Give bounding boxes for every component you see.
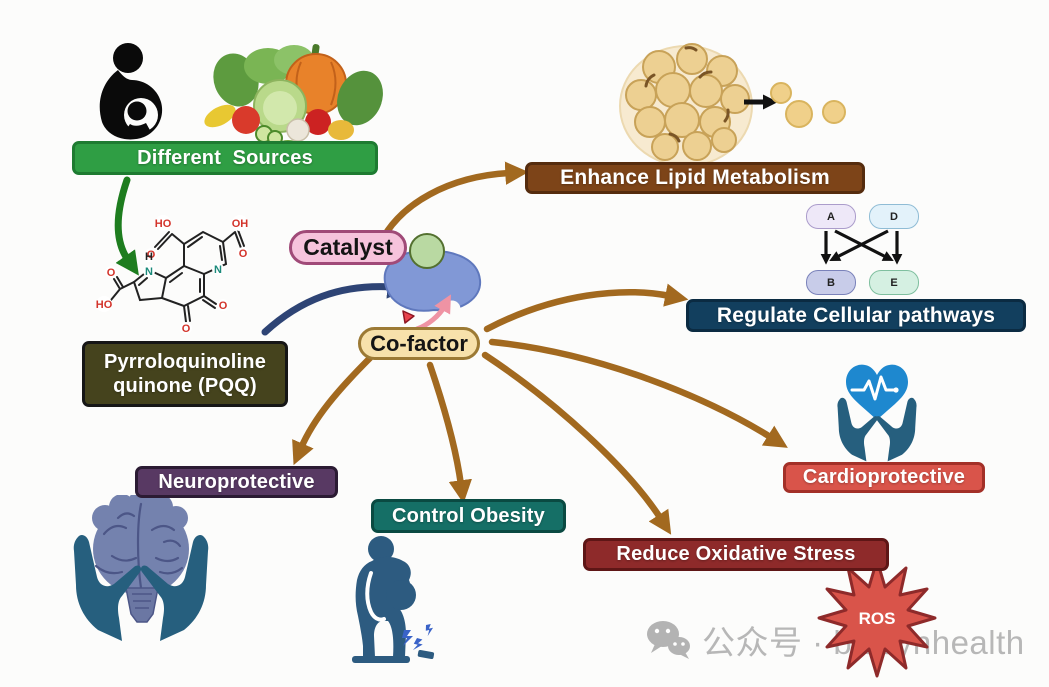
cofactor-pill: Co-factor [358, 327, 480, 360]
cardioprotective-banner: Cardioprotective [783, 462, 985, 493]
pqq-molecule-structure: HO O OH O O HO H N N O O [96, 215, 249, 335]
pathway-node-b: B [806, 270, 856, 295]
atom-label: HO [96, 299, 113, 311]
regulate-cellular-pathways-banner: Regulate Cellular pathways [686, 299, 1026, 332]
arrow-cofactor-to-cardio [488, 338, 788, 448]
atom-label: O [147, 249, 156, 261]
heart-in-hands-icon [837, 364, 917, 462]
active-site-icon [409, 233, 445, 269]
pqq-name-line1: Pyrroloquinoline [103, 351, 267, 373]
breastfeeding-icon [99, 43, 163, 140]
atom-label: N [214, 264, 222, 276]
arrow-sources-to-pqq [114, 176, 139, 276]
different-sources-label: Different Sources [137, 146, 313, 169]
different-sources-banner: Different Sources [72, 141, 378, 175]
watermark-text: 公众号 · biosynhealth [702, 624, 1025, 661]
vegetables-icon [204, 44, 383, 148]
obesity-person-icon [352, 536, 435, 663]
atom-label: OH [232, 218, 249, 230]
wechat-icon [647, 621, 690, 659]
atom-label: O [182, 323, 191, 335]
reduce-oxidative-stress-banner: Reduce Oxidative Stress [583, 538, 889, 571]
atom-label: O [107, 267, 116, 279]
atom-label: HO [155, 218, 172, 230]
atom-label: O [219, 300, 228, 312]
pqq-name-banner: Pyrroloquinoline quinone (PQQ) [82, 341, 288, 407]
control-obesity-banner: Control Obesity [371, 499, 566, 533]
pathway-node-a: A [806, 204, 856, 229]
enhance-lipid-metabolism-banner: Enhance Lipid Metabolism [525, 162, 865, 194]
atom-label: O [239, 248, 248, 260]
substrate-wedge-icon [402, 310, 415, 324]
arrow-cofactor-to-obesity [426, 361, 472, 504]
fat-cells-icon [619, 43, 846, 167]
enzyme-binding-notch [443, 300, 461, 318]
arrow-cofactor-to-oxidative [481, 351, 672, 535]
atom-label: N [145, 266, 153, 278]
lightning-bolts-icon [402, 623, 434, 651]
brain-in-hands-icon [73, 495, 209, 641]
binding-arrow [414, 294, 451, 332]
arrow-pqq-to-enzyme [261, 274, 412, 336]
catalyst-pill: Catalyst [289, 230, 407, 265]
pathway-node-e: E [869, 270, 919, 295]
arrow-cofactor-to-neuro [292, 354, 374, 466]
neuroprotective-banner: Neuroprotective [135, 466, 338, 498]
arrow-cofactor-to-pathways [483, 283, 689, 333]
watermark: 公众号 · biosynhealth [646, 616, 1025, 664]
pathway-node-d: D [869, 204, 919, 229]
pqq-name-line2: quinone (PQQ) [113, 375, 257, 397]
atom-label: H [145, 251, 153, 263]
